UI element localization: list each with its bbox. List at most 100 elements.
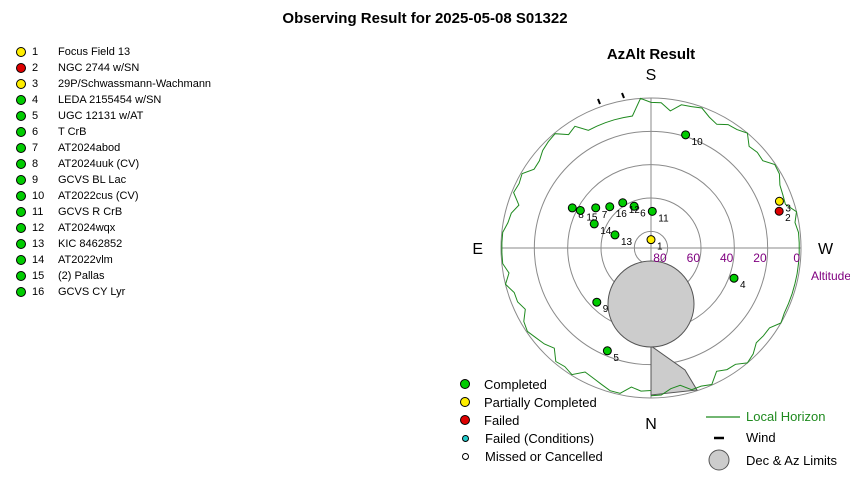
object-number: 16 xyxy=(32,286,45,298)
object-number: 5 xyxy=(32,110,39,122)
status-dot xyxy=(16,79,26,89)
direction-label-left: E xyxy=(472,241,483,258)
legend-label: Failed (Conditions) xyxy=(485,430,595,446)
list-item: 5 UGC 12131 w/AT xyxy=(16,108,211,124)
local-horizon-line xyxy=(501,97,800,397)
object-name: GCVS CY Lyr xyxy=(58,286,126,298)
legend-dot xyxy=(460,397,470,407)
status-dot xyxy=(16,191,26,201)
az-limit-zone xyxy=(650,345,698,396)
data-point-2 xyxy=(774,206,784,216)
legend-item: Completed xyxy=(456,375,603,393)
object-name: AT2022vlm xyxy=(58,254,113,266)
wind-legend-label: Wind xyxy=(746,430,776,445)
legend-dot xyxy=(462,434,469,442)
data-point-label-14: 14 xyxy=(600,226,612,237)
wind-legend-icon xyxy=(714,436,724,439)
data-point-16 xyxy=(605,202,615,212)
list-item: 7 AT2024abod xyxy=(16,140,211,156)
list-item: 9 GCVS BL Lac xyxy=(16,172,211,188)
limits-legend-icon xyxy=(708,449,730,471)
wind-mark xyxy=(621,92,625,99)
status-dot xyxy=(16,127,26,137)
data-point-14 xyxy=(589,219,599,229)
data-point-label-6: 6 xyxy=(640,208,646,219)
object-name: UGC 12131 w/AT xyxy=(58,110,144,122)
status-dot xyxy=(16,255,26,265)
list-item: 15(2) Pallas xyxy=(16,268,211,284)
legend-label: Missed or Cancelled xyxy=(485,448,603,464)
status-dot xyxy=(16,111,26,121)
object-number: 15 xyxy=(32,270,45,282)
horizon-legend-icon xyxy=(706,415,740,418)
status-dot xyxy=(16,143,26,153)
page-title: Observing Result for 2025-05-08 S01322 xyxy=(282,10,568,27)
data-point-label-13: 13 xyxy=(621,237,633,248)
altitude-axis-label: Altitude xyxy=(811,269,850,283)
altitude-tick-label: 60 xyxy=(687,251,701,265)
data-point-label-7: 7 xyxy=(602,210,608,221)
object-name: GCVS R CrB xyxy=(58,206,123,218)
object-name: T CrB xyxy=(58,126,87,138)
legend-label: Completed xyxy=(484,376,547,392)
legend-dot xyxy=(460,415,470,425)
list-item: 11 GCVS R CrB xyxy=(16,204,211,220)
status-dot xyxy=(16,271,26,281)
object-name: AT2024abod xyxy=(58,142,121,154)
data-point-4 xyxy=(729,273,739,283)
status-dot xyxy=(16,95,26,105)
data-point-label-10: 10 xyxy=(692,137,704,148)
data-point-label-3: 3 xyxy=(785,203,791,214)
altitude-tick-label: 20 xyxy=(753,251,767,265)
object-name: GCVS BL Lac xyxy=(58,174,127,186)
object-number: 11 xyxy=(32,206,44,218)
object-number: 10 xyxy=(32,190,45,202)
data-point-9 xyxy=(592,297,602,307)
object-number: 7 xyxy=(32,142,39,154)
object-number: 8 xyxy=(32,158,39,170)
list-item: 2 NGC 2744 w/SN xyxy=(16,60,211,76)
data-point-label-4: 4 xyxy=(740,280,746,291)
data-point-12 xyxy=(618,198,628,208)
legend-item: Missed or Cancelled xyxy=(456,447,603,465)
object-name: NGC 2744 w/SN xyxy=(58,62,140,74)
object-name: AT2024uuk (CV) xyxy=(58,158,140,170)
status-dot xyxy=(16,287,26,297)
object-number: 6 xyxy=(32,126,39,138)
map-legend: Local Horizon Wind Dec & Az Limits xyxy=(706,406,837,472)
object-name: AT2022cus (CV) xyxy=(58,190,139,202)
legend-item: Failed (Conditions) xyxy=(456,429,603,447)
horizon-legend-label: Local Horizon xyxy=(746,409,826,424)
object-number: 9 xyxy=(32,174,39,186)
data-point-7 xyxy=(591,203,601,213)
status-dot xyxy=(16,175,26,185)
data-point-label-16: 16 xyxy=(616,209,628,220)
list-item: 14 AT2022vlm xyxy=(16,252,211,268)
data-point-6 xyxy=(629,201,639,211)
object-name: 29P/Schwassmann-Wachmann xyxy=(58,78,212,90)
data-point-label-8: 8 xyxy=(578,210,584,221)
legend-item: Partially Completed xyxy=(456,393,603,411)
data-point-label-15: 15 xyxy=(586,212,598,223)
legend-item: Failed xyxy=(456,411,603,429)
object-name: Focus Field 13 xyxy=(58,46,131,58)
wind-mark xyxy=(597,98,601,105)
status-dot xyxy=(16,239,26,249)
status-dot xyxy=(16,223,26,233)
object-number: 13 xyxy=(32,238,45,250)
object-number: 3 xyxy=(32,78,39,90)
data-point-label-11: 11 xyxy=(658,213,669,224)
list-item: 8 AT2024uuk (CV) xyxy=(16,156,211,172)
altitude-tick-label: 40 xyxy=(720,251,734,265)
data-point-3 xyxy=(774,196,784,206)
data-point-label-9: 9 xyxy=(603,304,609,315)
object-number: 2 xyxy=(32,62,39,74)
data-point-label-1: 1 xyxy=(657,242,663,253)
object-number: 4 xyxy=(32,94,39,106)
data-point-10 xyxy=(681,130,691,140)
object-number: 14 xyxy=(32,254,45,266)
